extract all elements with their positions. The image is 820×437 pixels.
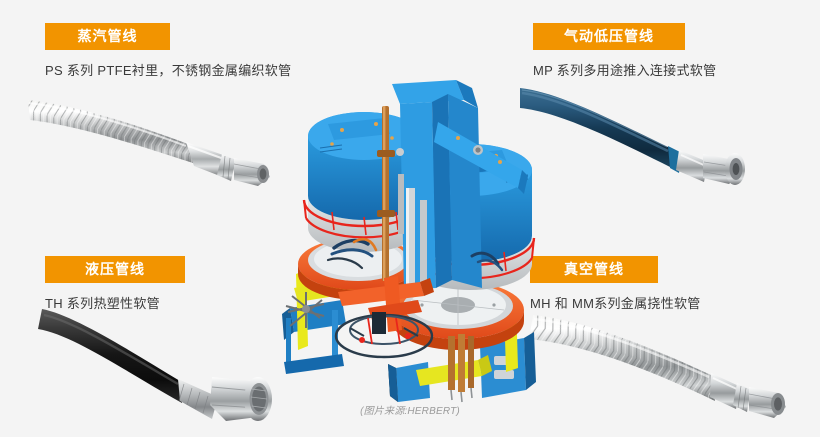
badge-vacuum-line: 真空管线 bbox=[530, 256, 658, 283]
badge-hydraulic-line: 液压管线 bbox=[45, 256, 185, 283]
blue-pneumatic-hose-image bbox=[520, 82, 795, 187]
hose-braid-body bbox=[28, 100, 196, 164]
machine-copper-rods bbox=[448, 334, 474, 403]
badge-steam-line: 蒸汽管线 bbox=[45, 23, 170, 50]
hose-braid-body bbox=[529, 315, 715, 401]
description-hydraulic-line: TH 系列热塑性软管 bbox=[45, 296, 160, 311]
panel-steam-line: 蒸汽管线 PS 系列 PTFE衬里，不锈钢金属编织软管 bbox=[45, 23, 385, 80]
black-thermoplastic-hose-image bbox=[20, 305, 295, 425]
machine-tooling-ring bbox=[334, 312, 434, 359]
hose-ferrule bbox=[186, 142, 226, 176]
panel-vacuum-line: 真空管线 MH 和 MM系列金属挠性软管 bbox=[530, 256, 815, 313]
hose-collar bbox=[217, 154, 236, 181]
machine-cabling bbox=[326, 237, 504, 272]
braided-stainless-steel-hose-image bbox=[20, 82, 290, 187]
description-pneumatic-low-pressure-line: MP 系列多用途推入连接式软管 bbox=[533, 63, 717, 78]
hose-hex-nut bbox=[233, 158, 270, 186]
hose-blue-body bbox=[520, 88, 672, 168]
hose-ferrule bbox=[710, 373, 741, 409]
image-source-caption: (图片来源:HERBERT) bbox=[360, 406, 460, 417]
badge-pneumatic-low-pressure-line: 气动低压管线 bbox=[533, 23, 685, 50]
machine-center-column bbox=[377, 80, 528, 293]
description-vacuum-line: MH 和 MM系列金属挠性软管 bbox=[530, 296, 701, 311]
hose-collar bbox=[733, 383, 751, 412]
metal-flexible-braided-hose-image bbox=[515, 305, 800, 425]
hose-hex-nut bbox=[748, 387, 786, 418]
hose-crimp-sleeve bbox=[178, 379, 218, 419]
hose-black-body bbox=[38, 309, 182, 403]
hose-ferrule bbox=[676, 150, 708, 182]
description-steam-line: PS 系列 PTFE衬里，不锈钢金属编织软管 bbox=[45, 63, 292, 78]
hose-end-face bbox=[725, 153, 745, 185]
panel-pneumatic-low-pressure-line: 气动低压管线 MP 系列多用途推入连接式软管 bbox=[533, 23, 813, 80]
industrial-machine-cad-render bbox=[272, 78, 552, 403]
panel-hydraulic-line: 液压管线 TH 系列热塑性软管 bbox=[45, 256, 385, 313]
hose-threaded-face bbox=[244, 377, 272, 421]
machine-starburst-wheel bbox=[285, 292, 325, 328]
